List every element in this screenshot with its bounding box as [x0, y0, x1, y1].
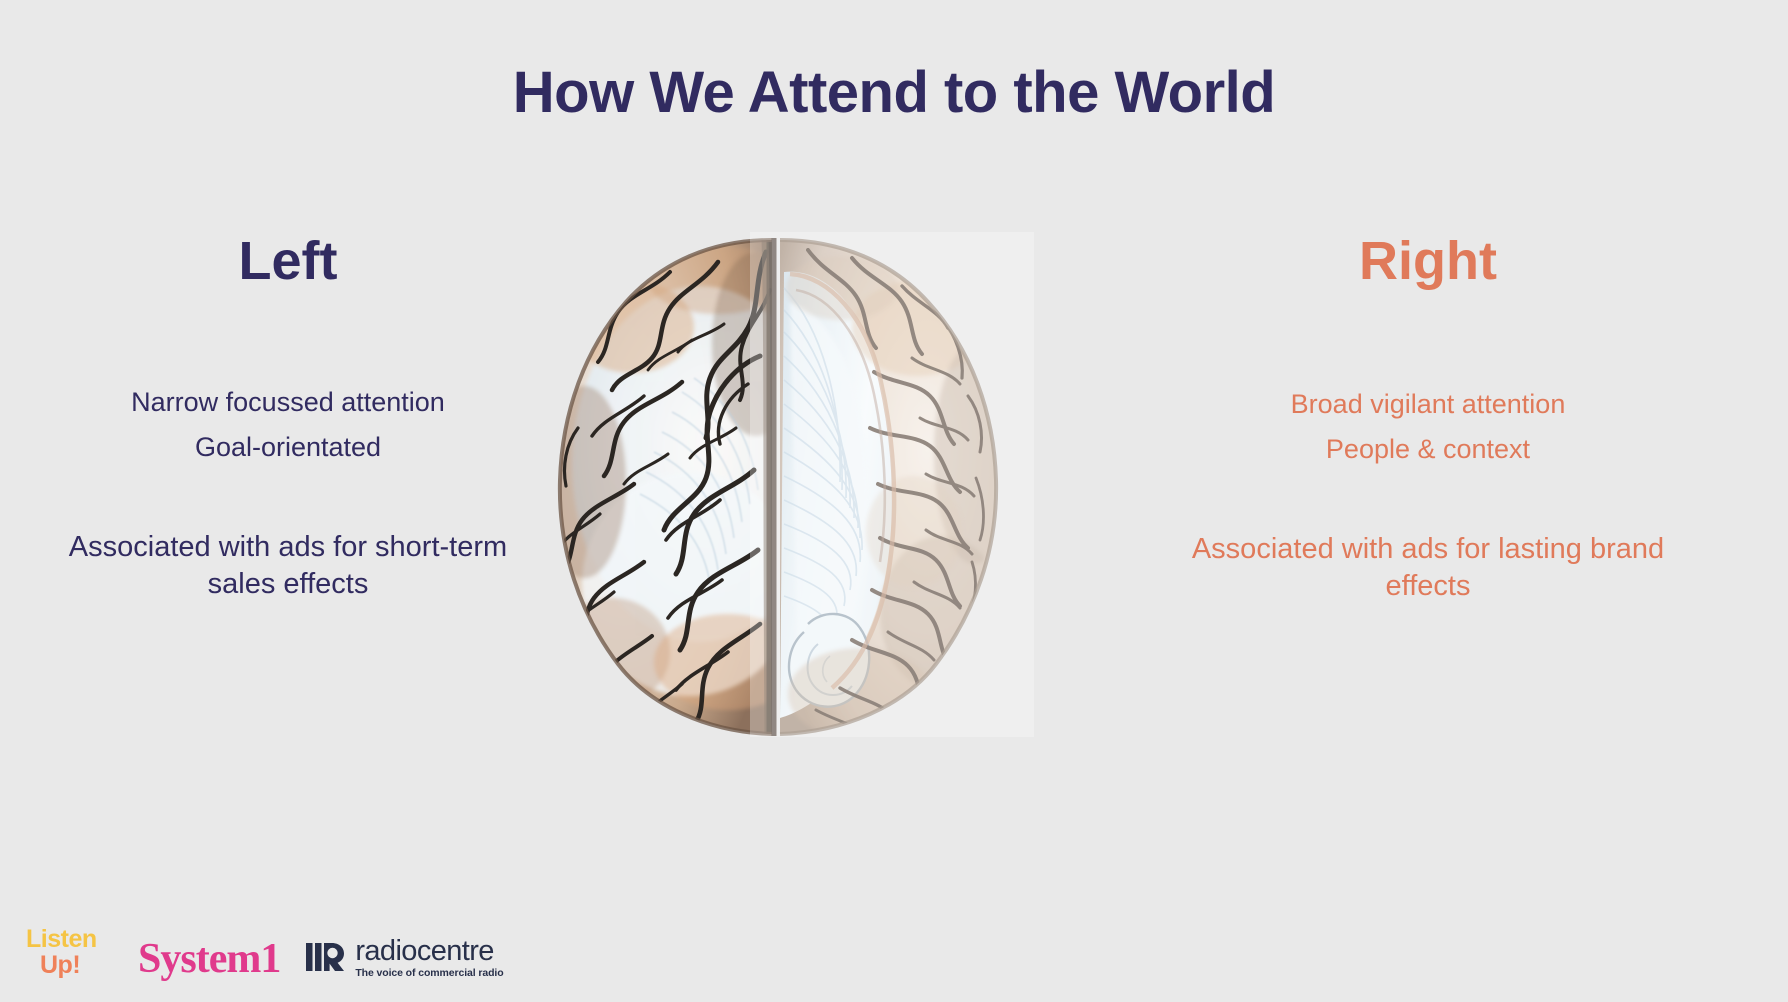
page-title: How We Attend to the World — [512, 60, 1276, 125]
left-line-1: Narrow focussed attention — [131, 387, 445, 418]
listen-up-logo-line2: Up! — [40, 950, 81, 979]
listen-up-logo: Listen Up! — [26, 924, 116, 979]
right-line-1: Broad vigilant attention — [1290, 389, 1566, 420]
brain-right-hemisphere — [779, 238, 999, 736]
brain-image — [557, 238, 999, 736]
left-column-paragraph: Associated with ads for short-term sales… — [68, 530, 508, 600]
right-line-2: People & context — [1325, 434, 1531, 465]
radiocentre-wordmark: radiocentre — [355, 934, 494, 967]
radiocentre-tagline: The voice of commercial radio — [355, 966, 504, 979]
left-line-2: Goal-orientated — [194, 432, 382, 463]
listen-up-logo-line1: Listen — [26, 924, 97, 953]
radiocentre-logo: radiocentre The voice of commercial radi… — [306, 934, 504, 979]
system1-logo: System1 — [138, 936, 281, 982]
right-column-heading: Right — [1359, 231, 1497, 291]
right-column-lines: Broad vigilant attention People & contex… — [1148, 382, 1708, 473]
radiocentre-text: radiocentre The voice of commercial radi… — [355, 934, 504, 979]
brain-illustration — [522, 232, 1034, 742]
right-column-paragraph: Associated with ads for lasting brand ef… — [1191, 532, 1665, 602]
left-column-lines: Narrow focussed attention Goal-orientate… — [8, 380, 568, 471]
right-column: Right Broad vigilant attention People & … — [1148, 230, 1708, 604]
logo-bar: Listen Up! System1 radiocentre The voice… — [26, 924, 504, 985]
left-column-heading: Left — [238, 231, 338, 291]
left-column: Left Narrow focussed attention Goal-orie… — [8, 230, 568, 602]
radiocentre-mark-icon — [306, 943, 345, 972]
